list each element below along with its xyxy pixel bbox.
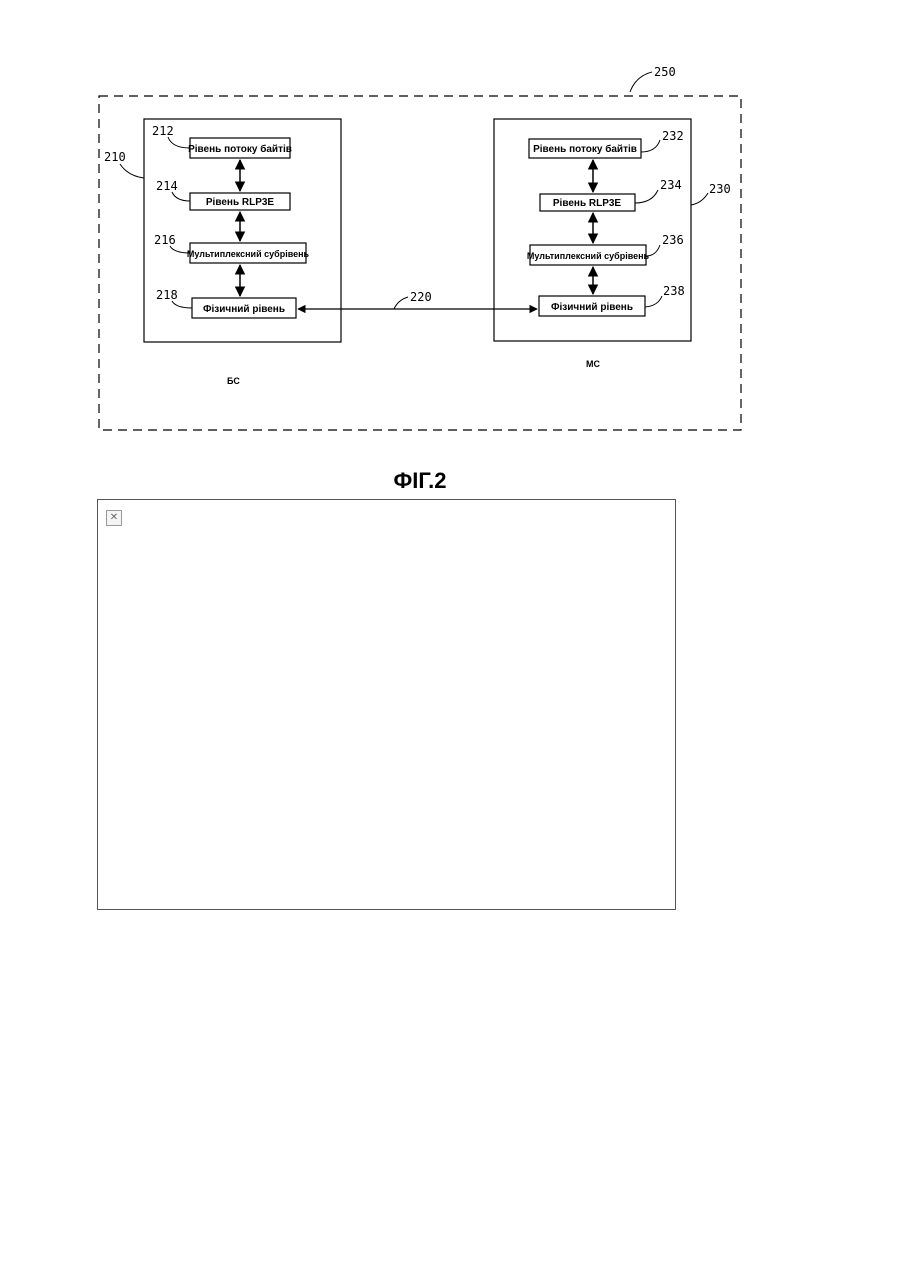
bs-caption: БС [227, 376, 240, 386]
ms-layer-ref: 238 [663, 284, 685, 298]
bs-layer-label: Фізичний рівень [203, 304, 285, 315]
ms-layer-leader [641, 140, 660, 152]
bs-layer-ref: 212 [152, 124, 174, 138]
link-ref-label: 220 [410, 290, 432, 304]
bs-ref-leader [120, 164, 144, 178]
bs-layer-leader [172, 192, 190, 201]
figure-title: ФІГ.2 [0, 468, 840, 494]
bs-ref-label: 210 [104, 150, 126, 164]
ms-caption: МС [586, 359, 600, 369]
link-ref-leader [394, 297, 408, 309]
protocol-stack-diagram: 250 210 Рівень потоку байтів 212 Рівень … [0, 0, 900, 470]
ms-layer-label: Рівень RLP3E [553, 198, 622, 209]
ms-layer-label: Фізичний рівень [551, 302, 633, 313]
bs-layer-label: Мультиплексний субрівень [187, 249, 310, 259]
system-ref-label: 250 [654, 65, 676, 79]
ms-ref-leader [691, 193, 708, 205]
ms-layer-leader [645, 296, 662, 307]
bs-layer-ref: 216 [154, 233, 176, 247]
broken-image-icon: ✕ [106, 510, 122, 526]
ms-layer-leader [635, 190, 658, 203]
bs-layer-leader [168, 137, 190, 148]
ms-layer-label: Рівень потоку байтів [533, 143, 637, 155]
ms-ref-label: 230 [709, 182, 731, 196]
system-ref-leader [630, 72, 652, 92]
bs-layer-label: Рівень потоку байтів [188, 143, 292, 155]
bs-layer-ref: 214 [156, 179, 178, 193]
ms-layer-ref: 234 [660, 178, 682, 192]
bs-layer-label: Рівень RLP3E [206, 197, 275, 208]
ms-layer-label: Мультиплексний субрівень [527, 251, 650, 261]
ms-layer-ref: 232 [662, 129, 684, 143]
ms-layer-ref: 236 [662, 233, 684, 247]
broken-image-placeholder: ✕ [97, 499, 676, 910]
bs-layer-ref: 218 [156, 288, 178, 302]
bs-layer-leader [172, 301, 192, 308]
